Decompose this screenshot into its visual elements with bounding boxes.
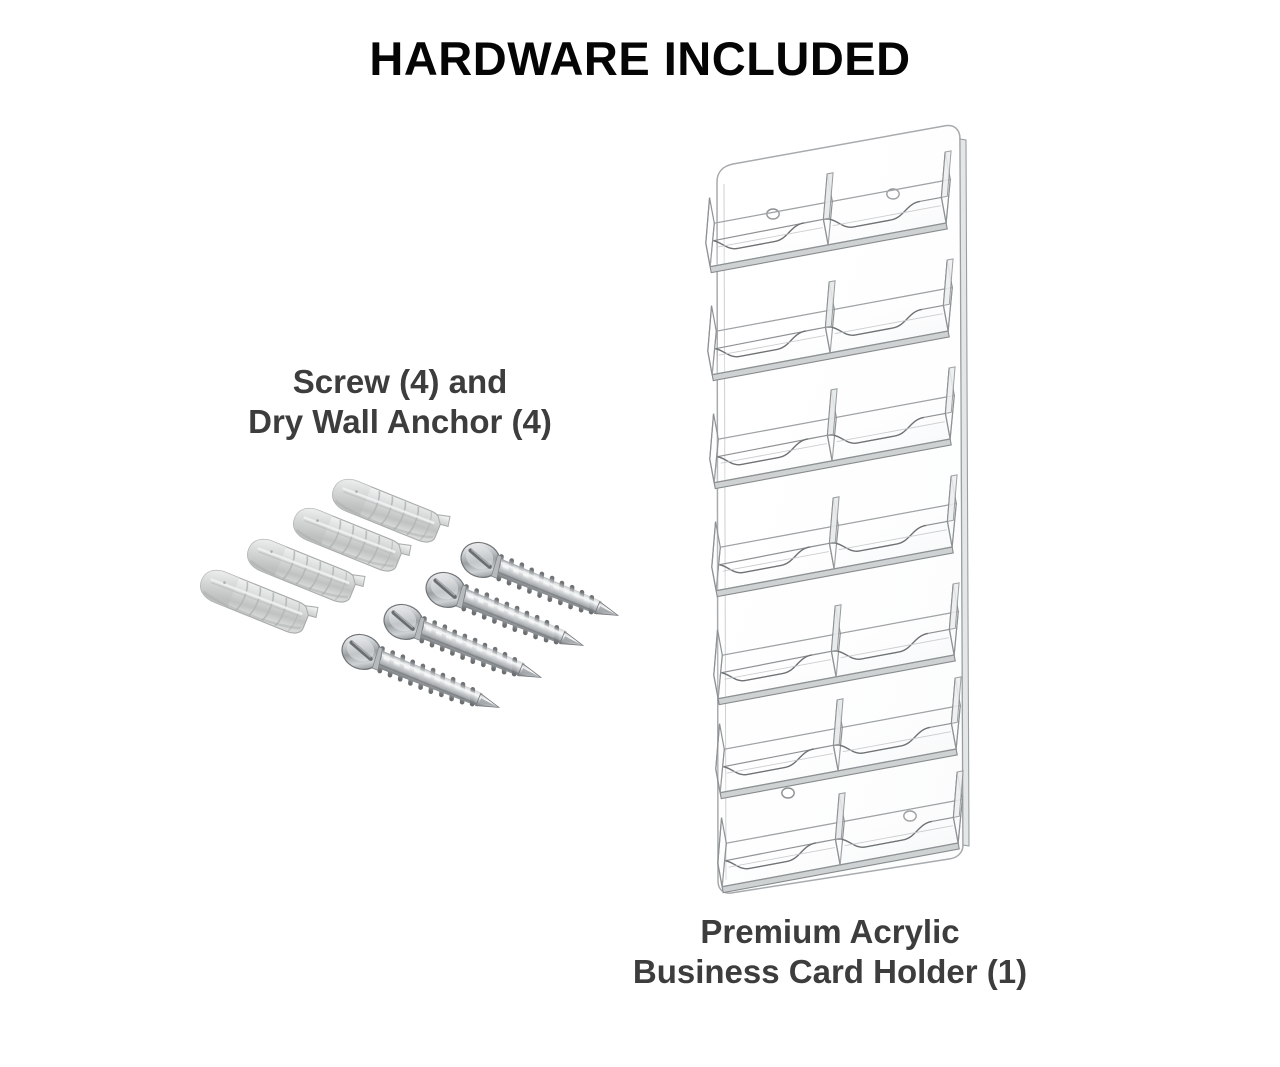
hardware-caption-line-1: Screw (4) and: [292, 363, 508, 400]
page-title: HARDWARE INCLUDED: [369, 32, 911, 85]
holder-caption-line-2: Business Card Holder (1): [632, 953, 1028, 991]
screw-icon: [337, 537, 625, 723]
card-pocket-row: [696, 150, 978, 894]
card-holder-icon: [696, 124, 978, 894]
holder-caption-line-1: Premium Acrylic: [700, 913, 960, 950]
wall-anchor-icon: [194, 471, 454, 641]
mounting-hole: [766, 188, 917, 822]
holder-caption: Premium Acrylic Business Card Holder (1): [550, 912, 1110, 993]
hardware-caption-line-2: Dry Wall Anchor (4): [248, 403, 552, 441]
hardware-caption: Screw (4) and Dry Wall Anchor (4): [130, 362, 670, 443]
